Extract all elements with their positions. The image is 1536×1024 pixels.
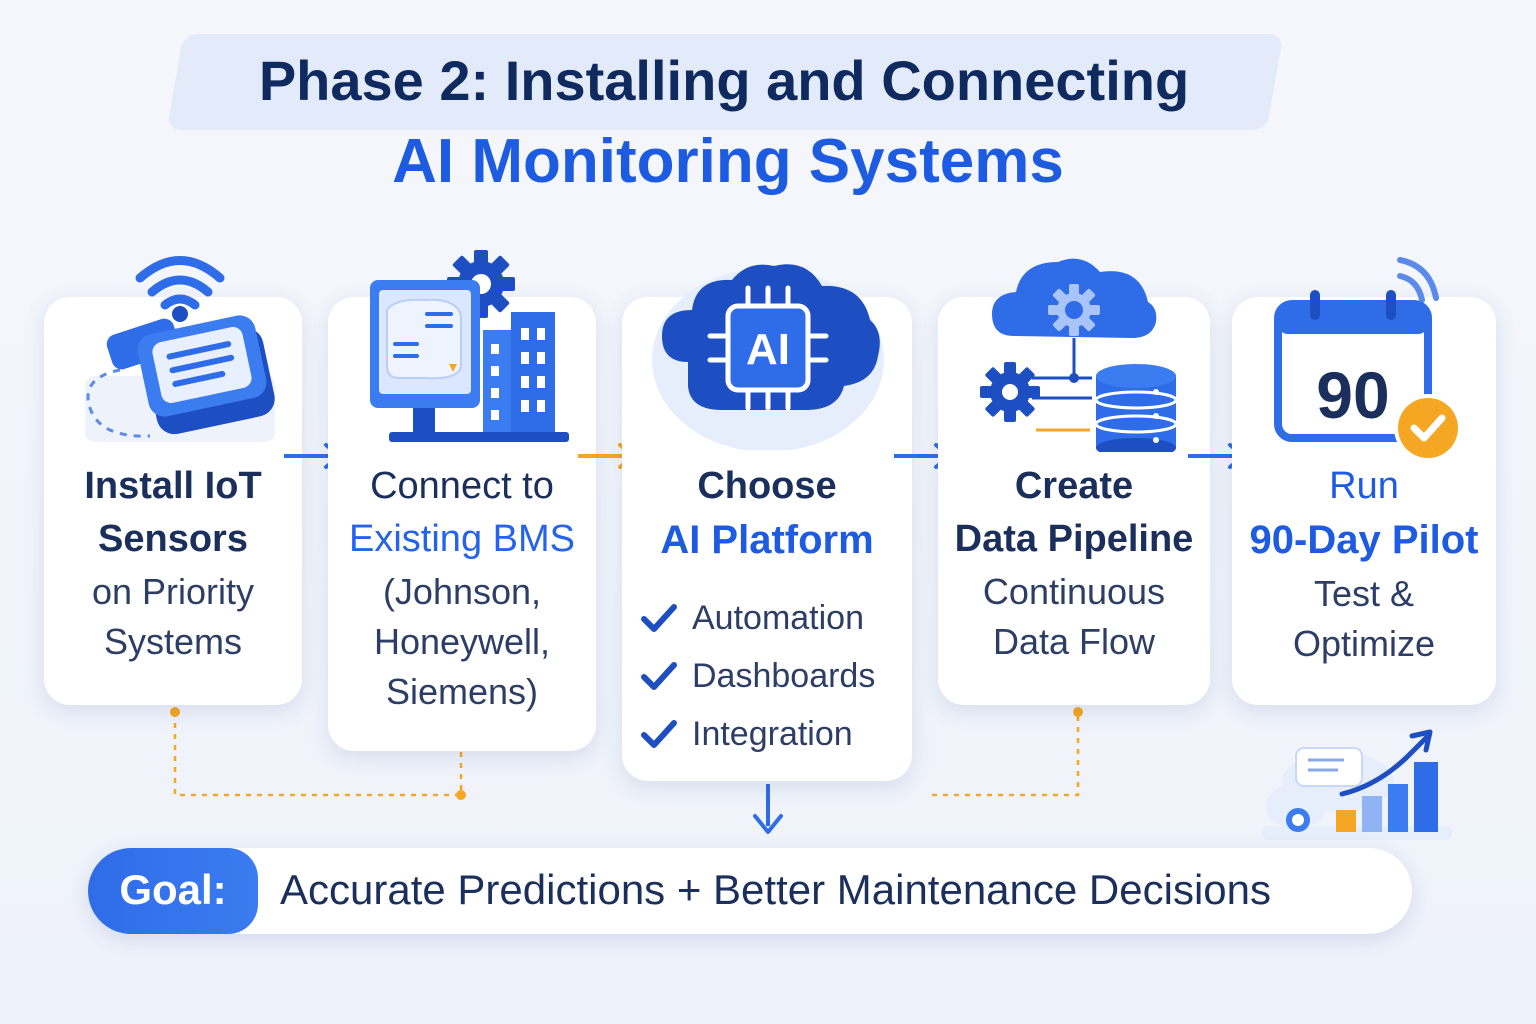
dotted-connector-right	[932, 712, 1080, 797]
check-icon	[641, 662, 677, 690]
checklist-item: Automation	[640, 589, 875, 647]
down-arrow-icon	[753, 784, 783, 834]
growth-chart-illustration	[1262, 729, 1452, 840]
calendar-icon: 90	[1274, 257, 1462, 462]
checklist-label: Dashboards	[692, 656, 876, 695]
step-4-desc-2: Data Flow	[992, 621, 1156, 662]
step-5-title: Run	[1329, 465, 1399, 507]
step-1-title: Install IoT	[84, 465, 262, 507]
step-3-subtitle: AI Platform	[660, 518, 874, 562]
step-1-subtitle: Sensors	[98, 518, 248, 560]
calendar-number: 90	[1316, 358, 1389, 432]
check-icon	[641, 720, 677, 748]
checklist-item: Dashboards	[640, 647, 875, 705]
check-icon	[641, 604, 677, 632]
page-title: Phase 2: Installing and Connecting	[258, 49, 1190, 112]
ai-chip-icon: AI	[652, 264, 884, 450]
step-1-desc-1: on Priority	[91, 571, 255, 612]
svg-text:AI: AI	[746, 325, 790, 374]
step-2-title: Connect to	[370, 465, 554, 507]
step-4-subtitle: Data Pipeline	[954, 518, 1194, 560]
checklist-label: Integration	[692, 714, 853, 753]
checklist-item: Integration	[640, 705, 875, 763]
goal-text: Accurate Predictions + Better Maintenanc…	[280, 866, 1271, 913]
goal-badge	[88, 848, 258, 934]
step-4-desc-1: Continuous	[982, 571, 1166, 612]
checklist-label: Automation	[692, 598, 864, 637]
step-5-subtitle: 90-Day Pilot	[1249, 518, 1479, 562]
cloud-database-icon	[980, 258, 1178, 452]
goal-bar	[88, 848, 1412, 934]
step-2-desc-2: Honeywell,	[373, 621, 551, 662]
step-2-desc-3: Siemens)	[385, 671, 539, 712]
iot-sensor-icon	[85, 256, 275, 442]
step-card-data-pipeline: Create Data Pipeline Continuous Data Flo…	[938, 297, 1210, 705]
computer-building-icon	[370, 250, 569, 442]
step-1-desc-2: Systems	[103, 621, 243, 662]
page-subtitle: AI Monitoring Systems	[392, 127, 1064, 196]
step-2-desc-1: (Johnson,	[382, 571, 542, 612]
step-2-subtitle: Existing BMS	[349, 518, 575, 560]
step-3-title: Choose	[697, 465, 837, 507]
step-5-desc-1: Test &	[1313, 573, 1415, 614]
step-5-desc-2: Optimize	[1292, 623, 1436, 664]
goal-label: Goal:	[119, 866, 227, 913]
step-4-title: Create	[1014, 465, 1134, 507]
feature-checklist: Automation Dashboards Integration	[640, 589, 875, 763]
